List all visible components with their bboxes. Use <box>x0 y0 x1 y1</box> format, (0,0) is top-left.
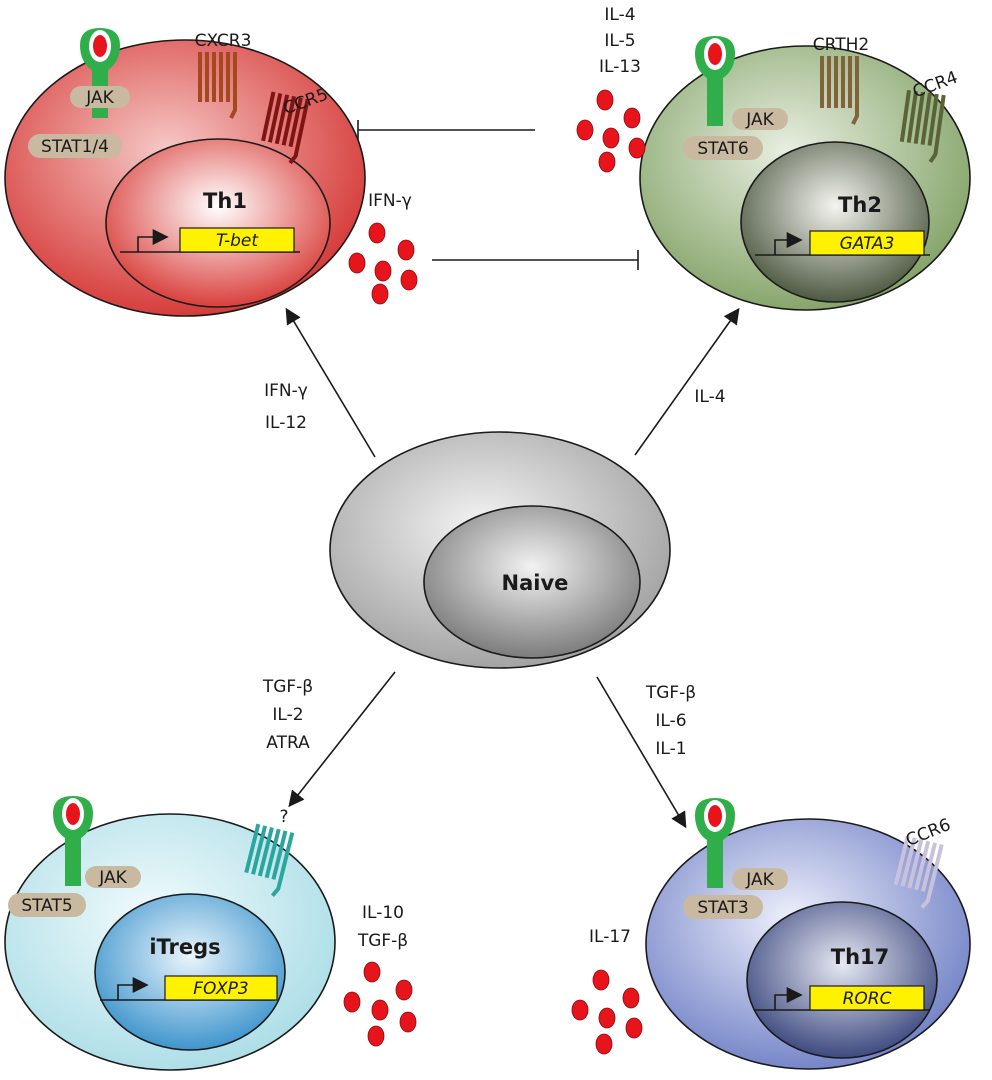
th2-promoter-arrow-icon <box>774 232 803 255</box>
th2-name: Th2 <box>838 193 882 217</box>
naive-name: Naive <box>502 571 569 595</box>
itregs-name: iTregs <box>149 935 220 959</box>
th17-nucleus <box>746 901 938 1059</box>
itregs-unknown-receptor-icon <box>244 823 295 897</box>
to-itregs-signal-2: IL-2 <box>272 705 303 725</box>
th2-secreted-cytokines: IL-4 IL-5 IL-13 <box>576 5 646 173</box>
itregs-nucleus <box>94 893 286 1051</box>
to-th1-signals: IFN-γ IL-12 <box>264 381 308 433</box>
th1-stat-pill <box>28 134 122 158</box>
th2-cytokine-dots-icon <box>576 89 646 173</box>
th2-jak-label: JAK <box>745 110 774 130</box>
naive-to-itregs-arrow <box>288 671 396 808</box>
to-th17-signal-2: IL-6 <box>655 711 686 731</box>
itregs-stat-label: STAT5 <box>21 896 72 916</box>
itregs-gene-box <box>164 975 278 1001</box>
naive-to-th1-arrow <box>285 307 376 458</box>
to-th2-signals: IL-4 <box>694 387 725 407</box>
itregs-secretes-label-2: TGF-β <box>357 931 408 951</box>
th1-secretes-label: IFN-γ <box>368 191 412 211</box>
to-itregs-signals: TGF-β IL-2 ATRA <box>262 677 313 753</box>
to-th17-signal-3: IL-1 <box>655 739 686 759</box>
ccr5-receptor-icon <box>261 91 310 165</box>
th1-tcr-receptor-icon <box>80 28 120 118</box>
th17-secretes-label: IL-17 <box>589 927 631 947</box>
th2-stat-label: STAT6 <box>697 139 748 159</box>
naive-to-th2-arrow <box>634 307 740 456</box>
crth2-label: CRTH2 <box>813 35 869 55</box>
to-th2-signal-1: IL-4 <box>694 387 725 407</box>
th1-stat-label: STAT1/4 <box>41 137 109 157</box>
naive-nucleus <box>423 505 641 659</box>
th17-tcr-receptor-icon <box>695 798 735 888</box>
itregs-jak-pill <box>85 866 141 888</box>
th17-name: Th17 <box>831 945 890 969</box>
to-th1-signal-2: IL-12 <box>265 413 307 433</box>
th2-cell: JAK STAT6 CRTH2 CCR4 Th2 GATA3 <box>639 35 971 311</box>
itregs-jak-label: JAK <box>98 868 127 888</box>
th1-gene-label: T-bet <box>216 231 259 251</box>
th2-tcr-receptor-icon <box>695 36 735 126</box>
th2-secretes-label-3: IL-13 <box>599 57 641 77</box>
to-th17-signals: TGF-β IL-6 IL-1 <box>645 683 696 759</box>
th1-name: Th1 <box>203 189 247 213</box>
to-th1-signal-1: IFN-γ <box>264 381 308 401</box>
itregs-stat-pill <box>8 893 86 917</box>
itregs-cell: JAK STAT5 ? iTregs FOXP3 <box>4 796 336 1071</box>
ccr4-receptor-icon <box>899 89 946 163</box>
th17-jak-pill <box>732 868 788 890</box>
th17-stat-label: STAT3 <box>697 898 748 918</box>
to-itregs-signal-3: ATRA <box>266 733 310 753</box>
itregs-secretes-label-1: IL-10 <box>362 903 404 923</box>
th17-gene-label: RORC <box>843 989 892 1009</box>
th1-cell: JAK STAT1/4 CXCR3 CCR5 Th1 T-bet <box>4 28 366 317</box>
to-itregs-signal-1: TGF-β <box>262 677 313 697</box>
naive-to-th17-arrow <box>596 676 687 829</box>
th1-inhibits-th2-line <box>432 250 639 270</box>
th17-jak-label: JAK <box>745 870 774 890</box>
th1-nucleus <box>105 138 331 308</box>
th1-cytokine-dots-icon <box>348 222 418 305</box>
th17-stat-pill <box>683 895 763 919</box>
th2-inhibits-th1-line <box>357 120 535 140</box>
itregs-cytokine-dots-icon <box>343 961 417 1047</box>
th2-secretes-label-2: IL-5 <box>604 31 635 51</box>
itregs-promoter-arrow-icon <box>117 977 149 1000</box>
cxcr3-label: CXCR3 <box>195 31 252 51</box>
th1-gene-box <box>179 227 295 253</box>
th2-jak-pill <box>732 108 788 130</box>
th17-gene-box <box>809 985 925 1011</box>
itregs-tcr-receptor-icon <box>53 796 93 886</box>
th2-stat-pill <box>683 136 763 160</box>
to-th17-signal-1: TGF-β <box>645 683 696 703</box>
th2-nucleus <box>740 141 930 303</box>
th17-cytokine-dots-icon <box>571 969 643 1055</box>
th1-secreted-cytokines: IFN-γ <box>348 191 418 305</box>
th2-secretes-label-1: IL-4 <box>604 5 635 25</box>
th2-gene-box <box>809 230 925 256</box>
th17-cell: JAK STAT3 CCR6 Th17 RORC <box>645 798 971 1070</box>
ccr6-receptor-icon <box>893 835 944 909</box>
itregs-secreted-cytokines: IL-10 TGF-β <box>343 903 417 1047</box>
itregs-receptor-label: ? <box>279 807 288 827</box>
naive-cell: Naive <box>329 431 671 669</box>
th1-jak-pill <box>70 86 130 108</box>
th17-secreted-cytokines: IL-17 <box>571 927 643 1055</box>
itregs-gene-label: FOXP3 <box>193 979 248 999</box>
th2-gene-label: GATA3 <box>840 234 895 254</box>
th1-jak-label: JAK <box>85 88 114 108</box>
th17-promoter-arrow-icon <box>774 987 803 1010</box>
cxcr3-receptor-icon <box>198 52 237 119</box>
th1-promoter-arrow-icon <box>137 229 169 252</box>
crth2-receptor-icon <box>820 56 859 125</box>
